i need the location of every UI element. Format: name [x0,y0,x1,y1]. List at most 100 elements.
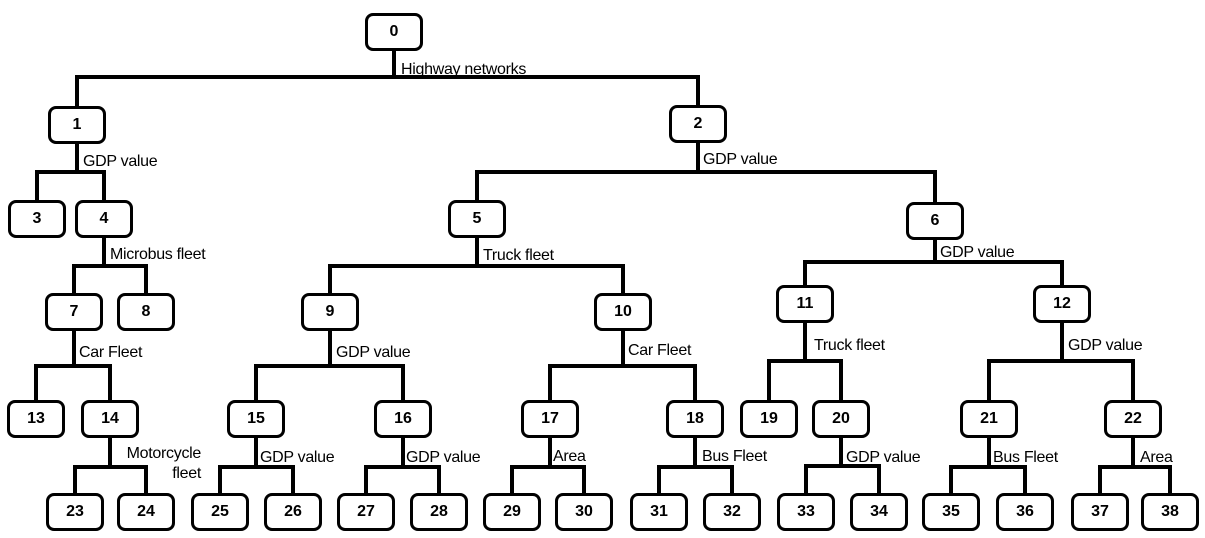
connector-line [401,437,405,469]
connector-line [1060,262,1064,286]
tree-node-6: 6 [906,202,964,240]
edge-label-15: GDP value [260,449,335,466]
edge-label-1: GDP value [83,153,158,170]
tree-node-36: 36 [996,493,1054,531]
tree-node-30: 30 [555,493,613,531]
tree-node-24: 24 [117,493,175,531]
connector-line [657,467,661,494]
edge-label-9: GDP value [336,344,411,361]
connector-line [73,467,77,494]
connector-line [510,467,514,494]
edge-label-20: GDP value [846,449,921,466]
edge-label-6: GDP value [940,244,1015,261]
edge-label-10: Car Fleet [628,342,692,359]
connector-line [401,366,405,401]
connector-line [328,266,332,294]
connector-line [475,172,479,201]
connector-line [254,364,405,368]
tree-node-18: 18 [666,400,724,438]
connector-line [75,143,79,174]
edge-label-2: GDP value [703,151,778,168]
connector-line [987,359,1135,363]
connector-line [621,266,625,294]
connector-line [144,467,148,494]
connector-line [696,77,700,106]
connector-line [730,467,734,494]
connector-line [108,366,112,401]
connector-line [657,465,734,469]
tree-node-5: 5 [448,200,506,238]
connector-line [218,465,295,469]
tree-node-20: 20 [812,400,870,438]
connector-line [803,322,807,363]
connector-line [75,77,79,107]
connector-line [839,361,843,401]
connector-line [949,467,953,494]
tree-node-8: 8 [117,293,175,331]
edge-label-21: Bus Fleet [993,449,1058,466]
tree-node-25: 25 [191,493,249,531]
tree-node-27: 27 [337,493,395,531]
connector-line [72,266,76,294]
connector-line [254,366,258,401]
connector-line [548,366,552,401]
tree-node-32: 32 [703,493,761,531]
tree-node-29: 29 [483,493,541,531]
connector-line [291,467,295,494]
connector-line [1060,322,1064,363]
connector-line [767,361,771,401]
edge-label-4: Microbus fleet [110,246,206,263]
tree-node-34: 34 [850,493,908,531]
tree-node-19: 19 [740,400,798,438]
tree-node-31: 31 [630,493,688,531]
connector-line [364,467,368,494]
tree-node-13: 13 [7,400,65,438]
connector-line [548,437,552,469]
connector-line [804,464,881,468]
tree-node-0: 0 [365,13,423,51]
connector-line [1098,467,1102,494]
connector-line [72,264,148,268]
tree-node-3: 3 [8,200,66,238]
connector-line [328,330,332,368]
tree-node-14: 14 [81,400,139,438]
connector-line [72,330,76,368]
connector-line [1098,465,1172,469]
connector-line [437,467,441,494]
connector-line [1023,467,1027,494]
connector-line [933,172,937,203]
edge-label-5: Truck fleet [483,247,554,264]
connector-line [75,75,700,79]
tree-node-15: 15 [227,400,285,438]
tree-node-12: 12 [1033,285,1091,323]
connector-line [392,50,396,79]
tree-node-10: 10 [594,293,652,331]
connector-line [34,366,38,401]
edge-label-22: Area [1140,449,1173,466]
connector-line [804,466,808,494]
edge-label-14: Motorcycle fleet [126,445,202,482]
connector-line [987,361,991,401]
tree-node-22: 22 [1104,400,1162,438]
connector-line [1131,361,1135,401]
connector-line [102,237,106,268]
connector-line [364,465,441,469]
edge-label-17: Area [553,448,586,465]
tree-node-1: 1 [48,106,106,144]
tree-node-23: 23 [46,493,104,531]
connector-line [803,260,1064,264]
tree-node-9: 9 [301,293,359,331]
connector-line [510,465,586,469]
connector-line [933,239,937,264]
connector-line [696,142,700,174]
tree-node-35: 35 [922,493,980,531]
connector-line [102,172,106,201]
edge-label-18: Bus Fleet [702,448,767,465]
tree-node-26: 26 [264,493,322,531]
tree-node-33: 33 [777,493,835,531]
connector-line [328,264,625,268]
connector-line [803,262,807,286]
edge-label-16: GDP value [406,449,481,466]
tree-node-28: 28 [410,493,468,531]
